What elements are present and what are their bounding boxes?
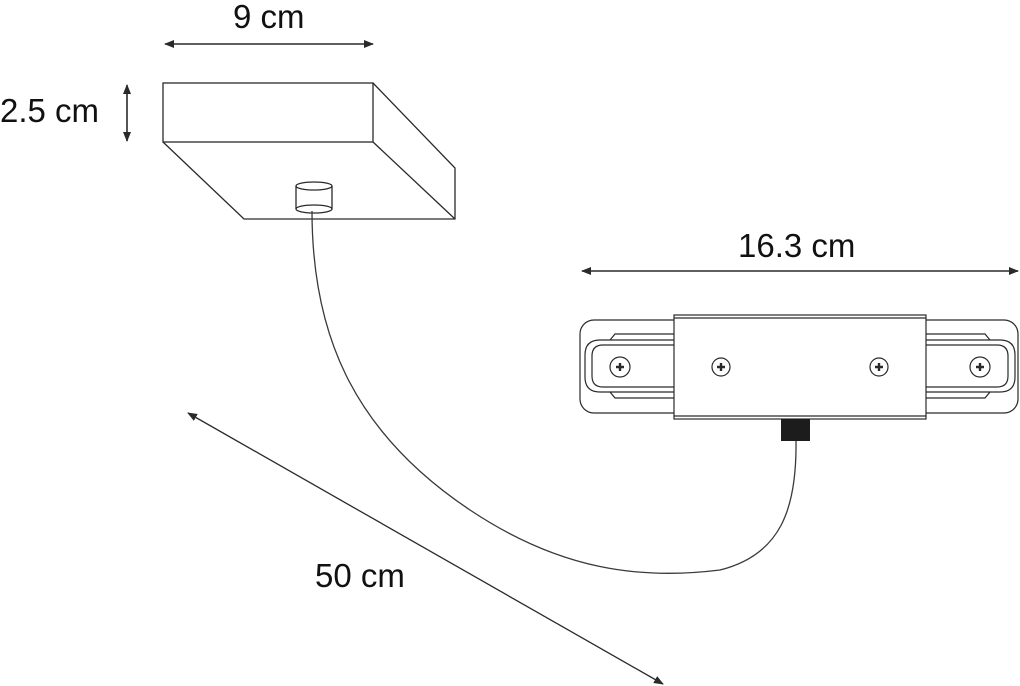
screw-icon — [609, 356, 631, 378]
ceiling-canopy — [162, 82, 456, 220]
cable-entry-block — [781, 419, 810, 441]
canopy-height-label: 2.5 cm — [0, 92, 100, 129]
cable-length-label: 50 cm — [315, 557, 405, 594]
screw-icon — [969, 356, 991, 378]
screw-icon — [711, 357, 731, 377]
cable-length-arrow — [187, 412, 664, 685]
canopy-width-label: 9 cm — [233, 0, 305, 35]
connector-length-label: 16.3 cm — [738, 227, 856, 264]
screw-icon — [869, 357, 889, 377]
track-connector — [579, 314, 1019, 420]
cable-outlet — [295, 181, 333, 214]
